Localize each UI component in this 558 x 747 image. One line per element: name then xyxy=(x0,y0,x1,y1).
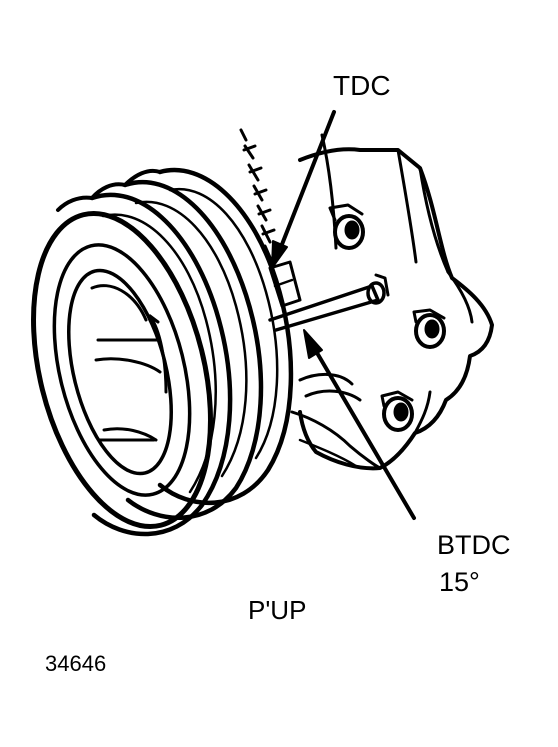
btdc-arrow xyxy=(303,329,416,520)
figure-number: 34646 xyxy=(45,651,107,676)
timing-pointer xyxy=(268,260,390,332)
crankshaft-pulley xyxy=(31,168,294,537)
tdc-arrow xyxy=(271,110,336,269)
timing-cover xyxy=(290,133,494,471)
cover-bolt-upper xyxy=(328,203,365,250)
model-label: P'UP xyxy=(248,595,307,625)
btdc-label: BTDC xyxy=(437,530,511,560)
cover-bolt-lower xyxy=(380,390,414,432)
tdc-label: TDC xyxy=(333,70,391,101)
btdc-degrees-label: 15° xyxy=(439,567,480,597)
cover-bolt-right xyxy=(412,308,446,349)
